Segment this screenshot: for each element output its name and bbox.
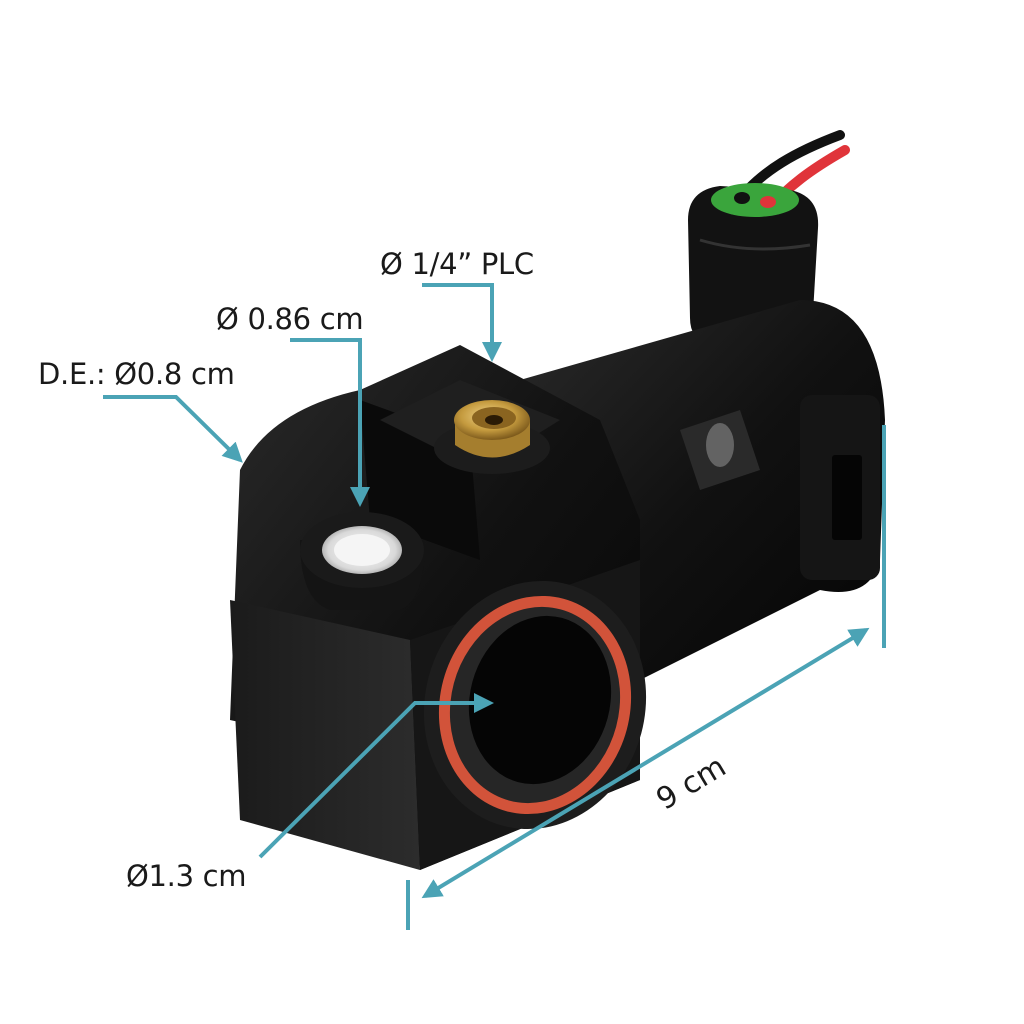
brass-plc-fitting xyxy=(434,400,550,474)
plc-leader-line xyxy=(422,283,502,362)
port-small-leader-line xyxy=(290,338,370,507)
port-small-label: Ø 0.86 cm xyxy=(216,302,364,336)
port-main-label: Ø1.3 cm xyxy=(126,859,247,893)
annotation-lines xyxy=(103,283,886,930)
steel-port xyxy=(300,512,425,610)
plc-fitting-label: Ø 1/4” PLC xyxy=(380,247,534,281)
outer-diameter-label: D.E.: Ø0.8 cm xyxy=(38,357,235,391)
outer-diameter-leader-line xyxy=(103,395,243,463)
length-dimension-line xyxy=(421,627,870,899)
